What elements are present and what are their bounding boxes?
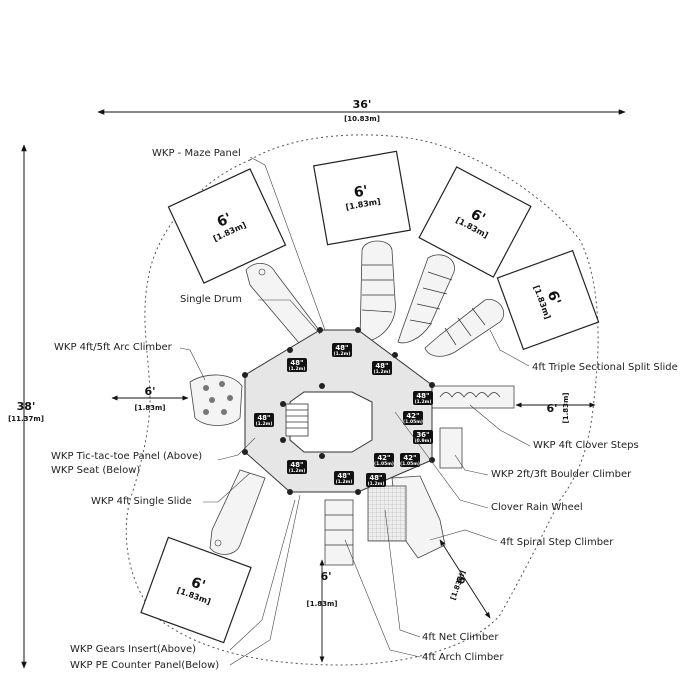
deck-badge: 48" (1.2m) [366, 473, 386, 487]
triple-slide-3 [424, 298, 505, 357]
zone-square-top-right: 6' [1.83m] [418, 166, 532, 278]
triple-slide-1 [359, 240, 396, 341]
deck-metric: (1.2m) [368, 481, 385, 487]
deck-badge: 48" (1.2m) [372, 361, 392, 375]
deck-metric: (1.2m) [334, 351, 351, 357]
deck-badge: 48" (1.2m) [334, 471, 354, 485]
deck-metric: (1.05m) [403, 419, 423, 425]
label-arch-climber: 4ft Arch Climber [422, 652, 504, 663]
deck-badge: 42" (1.05m) [374, 453, 394, 467]
label-triple-slide: 4ft Triple Sectional Split Slide [532, 362, 678, 373]
leader-lines [179, 156, 531, 666]
net-climber [367, 485, 407, 542]
deck-metric: (1.2m) [336, 479, 353, 485]
clearance-right: 6' [1.83m] [515, 393, 596, 424]
deck-height: 48" [290, 359, 303, 367]
deck-badge: 48" (1.2m) [413, 391, 433, 405]
clearance-value: 6' [454, 571, 470, 586]
zone-value: 6' [544, 289, 564, 308]
label-boulder-climber: WKP 2ft/3ft Boulder Climber [491, 469, 632, 480]
deck-metric: (1.2m) [415, 399, 432, 405]
clearance-metric: [1.83m] [135, 404, 166, 412]
clearance-value: 6' [144, 385, 155, 398]
clover-steps [431, 385, 515, 409]
clearance-bottom-right: 6' [1.83m] [439, 539, 491, 619]
label-clover-steps: WKP 4ft Clover Steps [533, 440, 639, 451]
deck-badge: 48" (1.2m) [254, 413, 274, 427]
triple-slide-2 [397, 254, 455, 344]
label-arc-climber: WKP 4ft/5ft Arc Climber [54, 342, 173, 353]
label-maze-panel: WKP - Maze Panel [152, 148, 241, 159]
arc-climber [189, 374, 243, 426]
deck-metric: (1.05m) [374, 461, 394, 467]
boulder-climber [439, 427, 463, 469]
deck-metric: (1.2m) [289, 366, 306, 372]
height-dimension-value: 38' [17, 400, 36, 413]
deck-badge: 48" (1.2m) [287, 460, 307, 474]
deck-metric: (1.2m) [289, 468, 306, 474]
deck-metric: (1.2m) [256, 421, 273, 427]
label-net-climber: 4ft Net Climber [422, 632, 499, 643]
deck-height: 42" [406, 412, 419, 420]
zone-square-top-center: 6' [1.83m] [312, 150, 412, 246]
clearance-value: 6' [546, 402, 557, 415]
clearance-left: 6' [1.83m] [111, 385, 189, 412]
height-dimension-metric: [11.37m] [8, 415, 44, 423]
label-rain-wheel: Clover Rain Wheel [491, 502, 583, 513]
deck-metric: (0.9m) [415, 438, 432, 444]
label-spiral-step: 4ft Spiral Step Climber [500, 537, 614, 548]
deck-badge: 48" (1.2m) [332, 343, 352, 357]
zone-square-right: 6' [1.83m] [496, 249, 600, 351]
deck-height: 48" [416, 392, 429, 400]
label-tic-tac-toe: WKP Tic-tac-toe Panel (Above) [51, 451, 202, 462]
deck-badge: 42" (1.05m) [400, 453, 420, 467]
deck-height: 42" [403, 454, 416, 462]
deck-height: 48" [369, 474, 382, 482]
label-pe-counter: WKP PE Counter Panel(Below) [70, 660, 219, 671]
width-dimension-metric: [10.83m] [344, 115, 380, 123]
single-slide-bottom [209, 469, 266, 555]
zone-value: 6' [215, 210, 234, 230]
clearance-metric: [1.83m] [562, 393, 570, 424]
zone-square-top-left: 6' [1.83m] [167, 168, 287, 284]
clearance-value: 6' [320, 570, 331, 583]
clearance-bottom: 6' [1.83m] [307, 559, 338, 663]
label-seat: WKP Seat (Below) [51, 465, 140, 476]
deck-height: 36" [416, 431, 429, 439]
zone-value: 6' [468, 206, 488, 227]
deck-metric: (1.2m) [374, 369, 391, 375]
deck-height: 42" [377, 454, 390, 462]
deck-height: 48" [337, 472, 350, 480]
width-dimension-value: 36' [353, 98, 372, 111]
deck-badge: 42" (1.05m) [403, 411, 423, 425]
deck-height: 48" [290, 461, 303, 469]
deck-badge: 48" (1.2m) [287, 358, 307, 372]
zone-square-bottom-left: 6' [1.83m] [140, 536, 252, 644]
deck-height: 48" [335, 344, 348, 352]
deck-height: 48" [257, 414, 270, 422]
label-gears-insert: WKP Gears Insert(Above) [70, 644, 196, 655]
deck-metric: (1.05m) [400, 461, 420, 467]
clearance-metric: [1.83m] [307, 600, 338, 608]
deck-height: 48" [375, 362, 388, 370]
zone-value: 6' [189, 574, 208, 594]
arch-climber [324, 499, 354, 566]
label-single-drum: Single Drum [180, 294, 242, 305]
deck-badge: 36" (0.9m) [413, 430, 433, 444]
zone-value: 6' [353, 183, 370, 201]
label-single-slide: WKP 4ft Single Slide [91, 496, 192, 507]
